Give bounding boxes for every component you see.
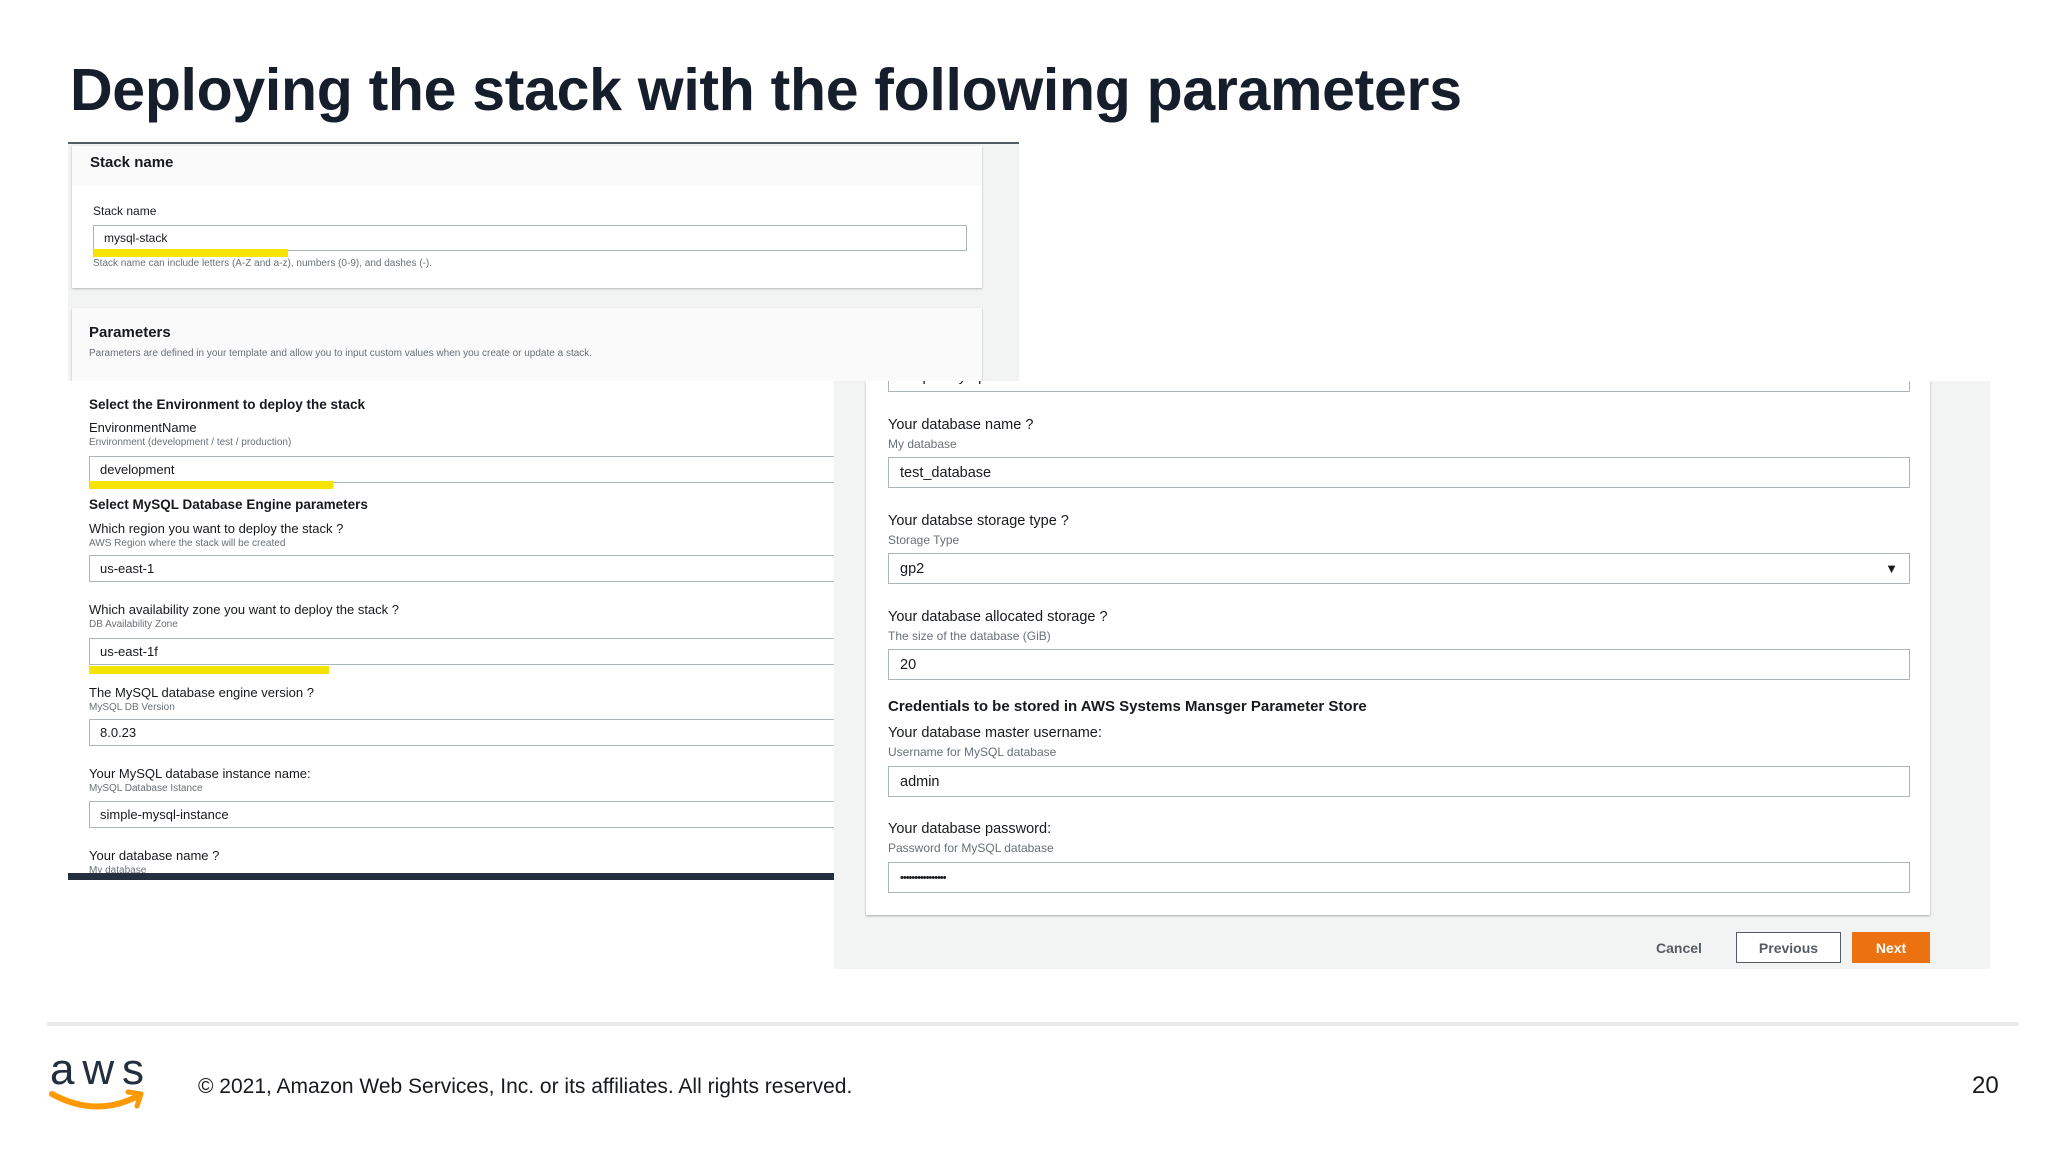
field-hint: Password for MySQL database [888,841,1054,855]
highlight-mark [89,666,329,674]
aws-logo: aws [48,1045,148,1114]
stack-name-hint: Stack name can include letters (A-Z and … [93,258,433,269]
field-hint: AWS Region where the stack will be creat… [89,538,286,549]
slide-title: Deploying the stack with the following p… [70,57,1462,123]
stack-name-input[interactable]: mysql-stack [93,225,967,251]
field-hint: My database [89,865,147,876]
cancel-button[interactable]: Cancel [1656,939,1702,956]
parameters-hint: Parameters are defined in your template … [89,348,593,359]
parameters-heading: Parameters [89,324,171,341]
field-label: Your MySQL database instance name: [89,766,311,781]
stack-name-heading: Stack name [72,146,982,186]
screenshot-bottom-bar [68,873,834,880]
highlight-mark [93,249,288,257]
left-parameters-screenshot: Select the Environment to deploy the sta… [68,381,834,880]
instance-name-input-cut[interactable]: simple-mysql-instance [888,381,1910,392]
field-label: Your database password: [888,821,1052,837]
page-number: 20 [1972,1072,1999,1099]
parameters-form-card: simple-mysql-instance Your database name… [866,381,1930,915]
password-input[interactable]: •••••••••••••••• [888,862,1910,893]
credentials-heading: Credentials to be stored in AWS Systems … [888,698,1367,715]
stack-name-screenshot: Stack name Stack name mysql-stack Stack … [68,142,1019,388]
field-label: Your database allocated storage ? [888,609,1108,625]
availability-zone-input[interactable]: us-east-1f [89,638,834,665]
environment-input[interactable]: development [89,456,834,483]
highlight-mark [89,481,333,489]
storage-type-value: gp2 [900,560,925,577]
master-username-input[interactable]: admin [888,766,1910,797]
field-label: EnvironmentName [89,420,197,435]
field-label: Your databse storage type ? [888,513,1069,529]
database-name-input[interactable]: test_database [888,457,1910,488]
field-label: The MySQL database engine version ? [89,685,314,700]
instance-name-input[interactable]: simple-mysql-instance [89,801,834,828]
copyright-text: © 2021, Amazon Web Services, Inc. or its… [198,1075,853,1098]
field-hint: MySQL DB Version [89,702,175,713]
storage-type-select[interactable]: gp2 ▼ [888,553,1910,584]
field-hint: The size of the database (GiB) [888,629,1051,643]
stack-name-label: Stack name [93,204,157,218]
field-label: Which region you want to deploy the stac… [89,521,344,536]
engine-version-input[interactable]: 8.0.23 [89,719,834,746]
field-label: Your database name ? [89,848,220,863]
previous-button[interactable]: Previous [1736,932,1841,963]
section-engine: Select MySQL Database Engine parameters [89,497,368,512]
region-input[interactable]: us-east-1 [89,555,834,582]
field-hint: Storage Type [888,533,960,547]
field-hint: Username for MySQL database [888,745,1057,759]
next-button[interactable]: Next [1852,932,1930,963]
section-environment: Select the Environment to deploy the sta… [89,397,366,412]
parameters-card: Parameters Parameters are defined in you… [72,308,982,388]
field-label: Your database master username: [888,725,1102,741]
caret-down-icon: ▼ [1885,561,1898,576]
field-hint: MySQL Database Istance [89,783,203,794]
field-label: Which availability zone you want to depl… [89,602,400,617]
stack-name-card: Stack name Stack name mysql-stack Stack … [72,146,982,288]
field-hint: Environment (development / test / produc… [89,437,292,448]
allocated-storage-input[interactable]: 20 [888,649,1910,680]
field-hint: DB Availability Zone [89,619,178,630]
field-hint: My database [888,437,957,451]
svg-text:aws: aws [50,1046,144,1094]
field-label: Your database name ? [888,417,1034,433]
right-parameters-screenshot: simple-mysql-instance Your database name… [834,381,1990,969]
footer-divider [47,1022,2019,1026]
